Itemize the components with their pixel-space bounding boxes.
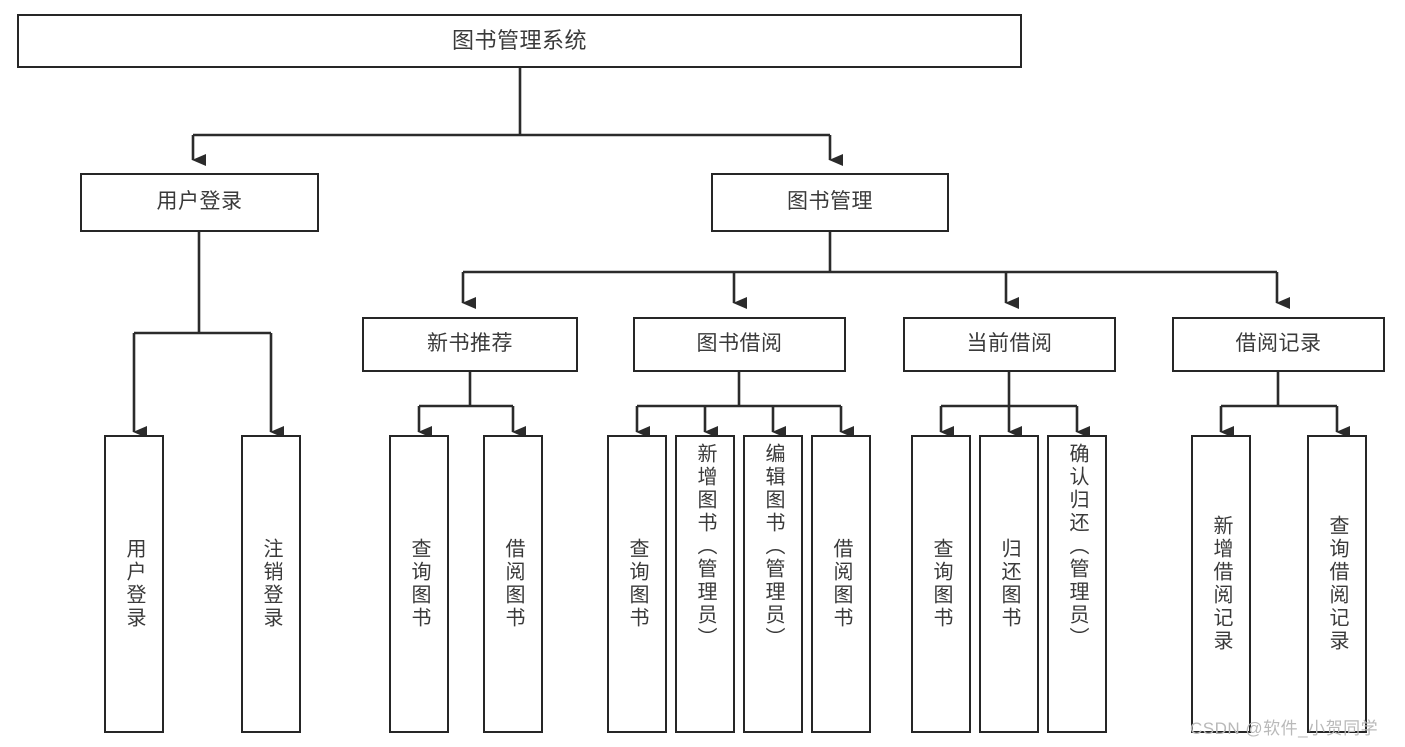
node-label: 图书管理系统 [451,28,587,54]
leaf-new-book-borrow[interactable]: 借阅图书 [483,435,543,733]
node-label: 查询图书 [930,538,952,630]
leaf-borrow-record-add[interactable]: 新增借阅记录 [1191,435,1251,733]
node-borrow-record[interactable]: 借阅记录 [1172,317,1385,372]
leaf-book-borrow-add[interactable]: 新增图书（管理员） [675,435,735,733]
node-user-login[interactable]: 用户登录 [80,173,319,232]
node-label: 借阅记录 [1235,332,1322,356]
leaf-borrow-record-query[interactable]: 查询借阅记录 [1307,435,1367,733]
leaf-current-borrow-confirm-return[interactable]: 确认归还（管理员） [1047,435,1107,733]
node-label: 确认归还（管理员） [1066,443,1088,650]
leaf-user-login-login[interactable]: 用户登录 [104,435,164,733]
node-label: 注销登录 [260,538,282,630]
node-current-borrow[interactable]: 当前借阅 [903,317,1116,372]
node-label: 用户登录 [123,538,145,630]
node-label: 归还图书 [998,538,1020,630]
leaf-current-borrow-return[interactable]: 归还图书 [979,435,1039,733]
node-book-borrow[interactable]: 图书借阅 [633,317,846,372]
csdn-watermark: CSDN @软件_小贺同学 [1190,719,1379,738]
node-label: 借阅图书 [502,538,524,630]
node-label: 查询图书 [408,538,430,630]
node-label: 编辑图书（管理员） [762,443,784,650]
leaf-current-borrow-query[interactable]: 查询图书 [911,435,971,733]
leaf-book-borrow-query[interactable]: 查询图书 [607,435,667,733]
node-label: 新增图书（管理员） [694,443,716,650]
node-label: 图书借阅 [696,332,783,356]
node-label: 用户登录 [156,190,243,214]
node-label: 查询图书 [626,538,648,630]
leaf-user-login-logout[interactable]: 注销登录 [241,435,301,733]
node-label: 查询借阅记录 [1326,515,1348,653]
leaf-book-borrow-borrow[interactable]: 借阅图书 [811,435,871,733]
node-label: 新书推荐 [427,332,513,356]
node-book-management[interactable]: 图书管理 [711,173,949,232]
node-label: 借阅图书 [830,538,852,630]
leaf-new-book-query[interactable]: 查询图书 [389,435,449,733]
node-label: 当前借阅 [966,332,1053,356]
node-new-book-recommend[interactable]: 新书推荐 [362,317,578,372]
node-root-book-management-system[interactable]: 图书管理系统 [17,14,1022,68]
node-label: 图书管理 [787,190,873,214]
leaf-book-borrow-edit[interactable]: 编辑图书（管理员） [743,435,803,733]
node-label: 新增借阅记录 [1210,515,1232,653]
